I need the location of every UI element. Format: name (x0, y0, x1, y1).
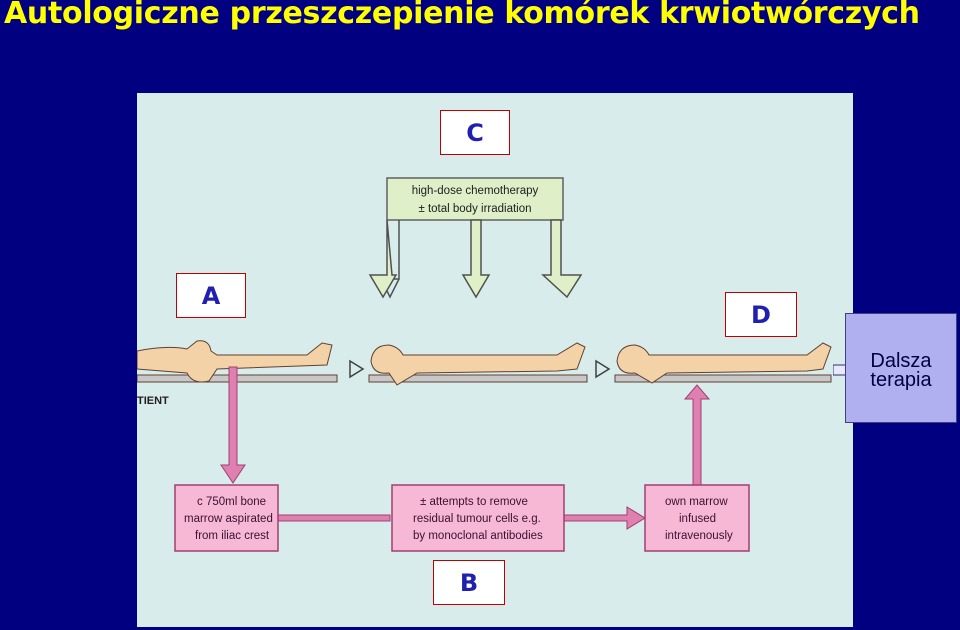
arrow-right-2 (564, 507, 645, 529)
step1-line3: from iliac crest (195, 530, 270, 542)
step3-line1: own marrow (665, 496, 728, 508)
diagram-canvas: high-dose chemotherapy ± total body irra… (137, 93, 853, 627)
next-therapy-line2: terapia (846, 371, 956, 390)
step1-line2: marrow aspirated (184, 513, 273, 525)
label-d: D (725, 292, 797, 337)
chemo-arrows (370, 220, 581, 297)
chemo-arrow-left-shaft (370, 220, 396, 297)
step3-line3: intravenously (665, 530, 733, 542)
arrow-up-3 (685, 385, 709, 486)
label-c: C (440, 110, 510, 155)
arrow-down-1 (221, 367, 245, 483)
patient-label: TIENT (137, 395, 169, 407)
page-title: Autologiczne przeszczepienie komórek krw… (4, 0, 920, 31)
patient-figures (137, 341, 831, 385)
step2-line2: residual tumour cells e.g. (413, 513, 541, 525)
arrow-right-1 (278, 515, 390, 521)
chemo-line1: high-dose chemotherapy (412, 185, 539, 197)
chemo-arrow-right (543, 220, 581, 297)
step1-line1: c 750ml bone (197, 496, 266, 508)
transplant-diagram: high-dose chemotherapy ± total body irra… (137, 93, 853, 627)
label-a: A (176, 273, 246, 318)
label-b: B (433, 560, 505, 605)
chemo-line2: ± total body irradiation (418, 203, 531, 215)
step2-line1: ± attempts to remove (420, 496, 528, 508)
flow-triangle-1 (350, 361, 363, 377)
chemo-arrow-middle (463, 220, 489, 297)
flow-triangle-2 (596, 361, 609, 377)
step2-line3: by monoclonal antibodies (413, 530, 543, 542)
next-therapy-box: Dalsza terapia (845, 313, 957, 423)
step3-line2: infused (679, 513, 716, 525)
